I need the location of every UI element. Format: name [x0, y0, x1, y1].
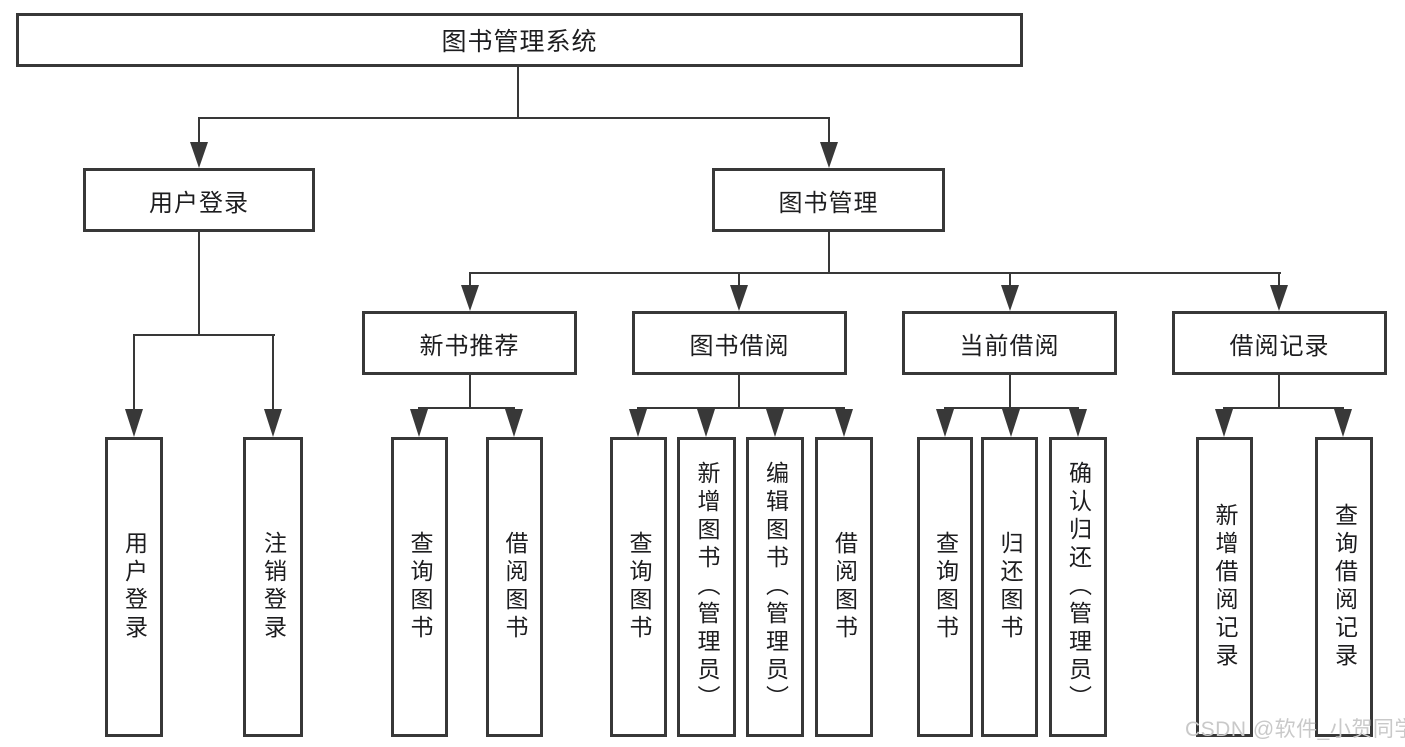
leaf-label: 查询图书	[932, 531, 959, 643]
arrowhead-down-icon	[461, 285, 479, 311]
connector-line	[738, 374, 740, 408]
leaf-label: 归还图书	[997, 531, 1023, 643]
node-book-management: 图书管理	[712, 168, 945, 232]
connector-line	[198, 231, 200, 335]
arrowhead-down-icon	[125, 409, 143, 437]
leaf-label: 确认归还（管理员）	[1065, 461, 1092, 713]
leaf-label: 查询借阅记录	[1331, 503, 1358, 671]
arrowhead-down-icon	[835, 409, 853, 437]
leaf-current-return-books: 归还图书	[981, 437, 1038, 737]
arrowhead-down-icon	[1069, 409, 1087, 437]
leaf-records-query-record: 查询借阅记录	[1315, 437, 1373, 737]
connector-line	[1009, 374, 1011, 408]
connector-line	[133, 334, 275, 336]
arrowhead-down-icon	[264, 409, 282, 437]
node-book-borrow: 图书借阅	[632, 311, 847, 375]
leaf-label: 新增图书（管理员）	[694, 461, 720, 713]
arrowhead-down-icon	[766, 409, 784, 437]
connector-line	[828, 231, 830, 273]
arrowhead-down-icon	[190, 142, 208, 168]
leaf-newbook-borrow-books: 借阅图书	[486, 437, 543, 737]
arrowhead-down-icon	[936, 409, 954, 437]
leaf-borrow-add-books-admin: 新增图书（管理员）	[677, 437, 736, 737]
leaf-newbook-query-books: 查询图书	[391, 437, 448, 737]
arrowhead-down-icon	[820, 142, 838, 168]
arrowhead-down-icon	[505, 409, 523, 437]
leaf-label: 查询图书	[626, 531, 652, 643]
arrowhead-down-icon	[629, 409, 647, 437]
arrowhead-down-icon	[1001, 285, 1019, 311]
node-user-login: 用户登录	[83, 168, 315, 232]
connector-line	[1278, 374, 1280, 408]
leaf-label: 查询图书	[407, 531, 433, 643]
connector-line	[469, 374, 471, 408]
node-new-book-recommend: 新书推荐	[362, 311, 577, 375]
node-current-borrow: 当前借阅	[902, 311, 1117, 375]
leaf-logout: 注销登录	[243, 437, 303, 737]
leaf-label: 新增借阅记录	[1212, 503, 1238, 671]
leaf-current-confirm-return-admin: 确认归还（管理员）	[1049, 437, 1107, 737]
connector-line	[1009, 272, 1011, 287]
arrowhead-down-icon	[1215, 409, 1233, 437]
leaf-label: 借阅图书	[831, 531, 858, 643]
connector-line	[1223, 407, 1344, 409]
connector-line	[198, 117, 830, 119]
connector-line	[272, 334, 274, 410]
leaf-records-add-record: 新增借阅记录	[1196, 437, 1253, 737]
arrowhead-down-icon	[697, 409, 715, 437]
connector-line	[944, 407, 1079, 409]
arrowhead-down-icon	[1002, 409, 1020, 437]
leaf-label: 用户登录	[121, 531, 148, 643]
arrowhead-down-icon	[730, 285, 748, 311]
connector-line	[133, 334, 135, 410]
connector-line	[517, 67, 519, 118]
connector-line	[469, 272, 471, 287]
leaf-label: 借阅图书	[502, 531, 528, 643]
leaf-borrow-edit-books-admin: 编辑图书（管理员）	[746, 437, 804, 737]
connector-line	[469, 272, 1281, 274]
leaf-label: 注销登录	[260, 531, 287, 643]
leaf-borrow-query-books: 查询图书	[610, 437, 667, 737]
arrowhead-down-icon	[1270, 285, 1288, 311]
leaf-label: 编辑图书（管理员）	[762, 461, 789, 713]
connector-line	[418, 407, 515, 409]
node-borrow-records: 借阅记录	[1172, 311, 1387, 375]
arrowhead-down-icon	[1334, 409, 1352, 437]
connector-line	[738, 272, 740, 287]
leaf-current-query-books: 查询图书	[917, 437, 973, 737]
node-root: 图书管理系统	[16, 13, 1023, 67]
arrowhead-down-icon	[410, 409, 428, 437]
leaf-user-login: 用户登录	[105, 437, 163, 737]
watermark: CSDN @软件_小贺同学	[1185, 718, 1405, 741]
connector-line	[828, 117, 830, 145]
connector-line	[637, 407, 845, 409]
leaf-borrow-borrow-books: 借阅图书	[815, 437, 873, 737]
connector-line	[198, 117, 200, 145]
connector-line	[1278, 272, 1280, 287]
